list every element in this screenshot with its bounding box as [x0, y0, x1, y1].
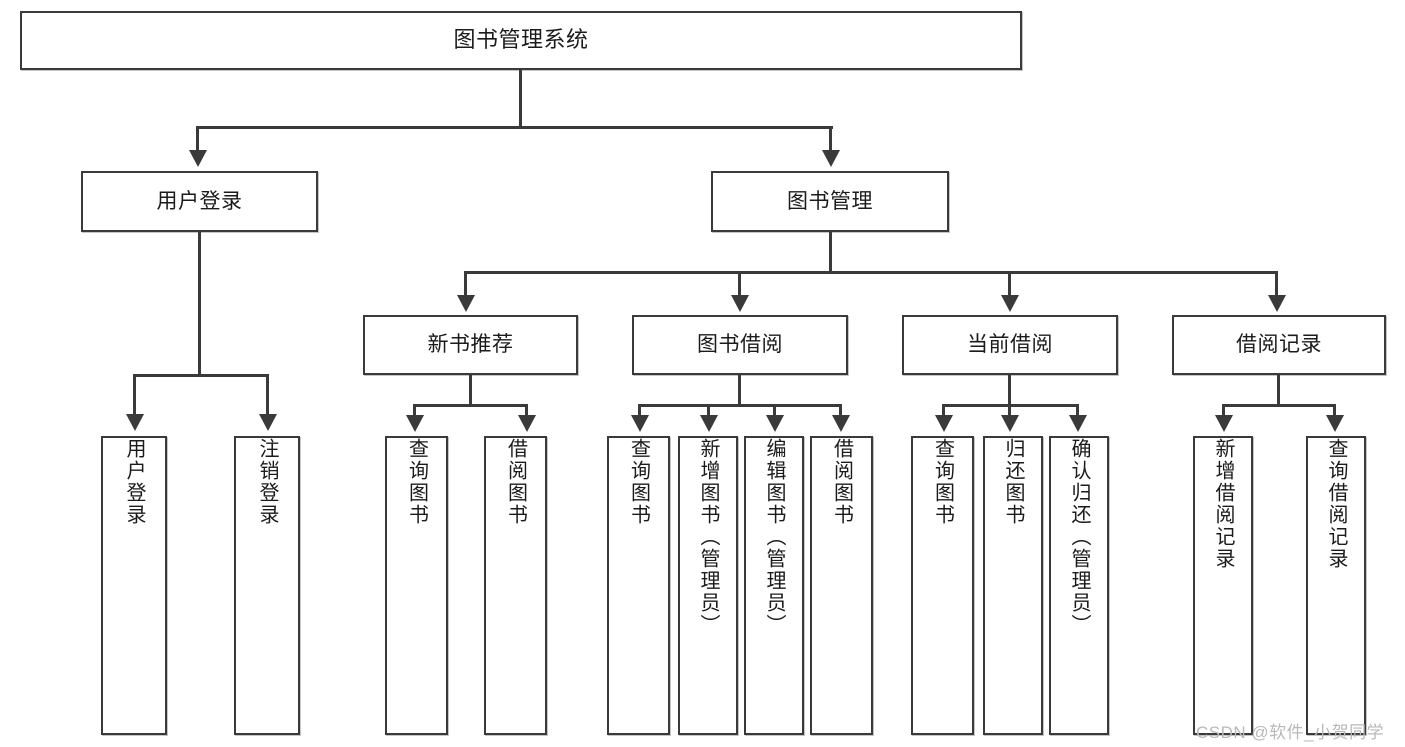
connector-book-borrow-drop-4	[839, 404, 842, 416]
arrowhead-leaf-book-borrow-1	[631, 415, 649, 432]
arrowhead-leaf-user-login-2	[259, 414, 277, 431]
arrowhead-leaf-new-book-2	[518, 415, 536, 432]
arrowhead-leaf-book-borrow-3	[766, 415, 784, 432]
arrowhead-leaf-book-borrow-4	[832, 415, 850, 432]
node-borrow-record[interactable]: 借阅记录	[1172, 315, 1386, 375]
connector-book-borrow-drop-3	[773, 404, 776, 416]
node-label: 确认归还（管理员）	[1068, 438, 1090, 636]
node-label: 用户登录	[156, 189, 243, 213]
connector-current-borrow-drop-1	[942, 404, 945, 416]
arrowhead-to-current-borrow	[1001, 295, 1019, 312]
node-label: 查询图书	[627, 438, 650, 526]
arrowhead-to-user-login	[189, 150, 207, 167]
connector-book-manage-drop-3	[1008, 271, 1011, 296]
connector-borrow-record-drop-2	[1333, 404, 1336, 416]
node-new-book-recommend[interactable]: 新书推荐	[363, 315, 578, 375]
leaf-current-borrow-query-book[interactable]: 查询图书	[911, 436, 974, 735]
connector-borrow-record-drop-1	[1222, 404, 1225, 416]
connector-borrow-record-stem	[1277, 375, 1280, 406]
arrowhead-leaf-current-borrow-2	[1001, 415, 1019, 432]
connector-current-borrow-drop-2	[1008, 404, 1011, 416]
arrowhead-leaf-user-login-1	[126, 414, 144, 431]
arrowhead-leaf-new-book-1	[406, 415, 424, 432]
leaf-new-book-query-book[interactable]: 查询图书	[385, 436, 448, 735]
leaf-book-borrow-query-book[interactable]: 查询图书	[607, 436, 670, 735]
leaf-borrow-record-add-record[interactable]: 新增借阅记录	[1193, 436, 1253, 735]
connector-book-manage-bus	[464, 271, 1278, 274]
node-label: 新增图书（管理员）	[697, 438, 719, 636]
connector-root-bus	[196, 126, 833, 129]
node-current-borrow[interactable]: 当前借阅	[902, 315, 1118, 375]
connector-current-borrow-stem	[1008, 375, 1011, 406]
leaf-book-borrow-borrow-book[interactable]: 借阅图书	[810, 436, 873, 735]
connector-book-manage-drop-1	[464, 271, 467, 296]
node-label: 借阅记录	[1236, 333, 1322, 357]
node-label: 编辑图书（管理员）	[763, 438, 785, 636]
leaf-new-book-borrow-book[interactable]: 借阅图书	[484, 436, 547, 735]
node-book-management[interactable]: 图书管理	[711, 171, 949, 232]
node-label: 图书管理系统	[453, 27, 589, 53]
connector-user-login-drop-1	[133, 374, 136, 415]
node-label: 图书管理	[787, 189, 873, 213]
leaf-book-borrow-edit-book-admin[interactable]: 编辑图书（管理员）	[744, 436, 804, 735]
leaf-current-borrow-confirm-return-admin[interactable]: 确认归还（管理员）	[1049, 436, 1109, 735]
connector-book-manage-drop-4	[1275, 271, 1278, 296]
arrowhead-leaf-borrow-record-2	[1326, 415, 1344, 432]
connector-new-book-drop-2	[525, 404, 528, 416]
connector-book-borrow-drop-2	[707, 404, 710, 416]
node-label: 新增借阅记录	[1212, 438, 1234, 570]
leaf-current-borrow-return-book[interactable]: 归还图书	[983, 436, 1043, 735]
node-label: 当前借阅	[967, 333, 1053, 357]
connector-new-book-drop-1	[413, 404, 416, 416]
connector-root-drop-2	[829, 126, 832, 151]
connector-book-manage-stem	[829, 232, 832, 273]
connector-user-login-bus	[133, 374, 269, 377]
arrowhead-leaf-book-borrow-2	[700, 415, 718, 432]
arrowhead-leaf-current-borrow-3	[1069, 415, 1087, 432]
connector-book-borrow-bus	[638, 404, 842, 407]
node-label: 借阅图书	[830, 438, 853, 526]
node-book-borrow[interactable]: 图书借阅	[632, 315, 848, 375]
node-label: 用户登录	[123, 438, 145, 526]
node-label: 查询图书	[405, 438, 428, 526]
arrowhead-to-new-book	[457, 295, 475, 312]
leaf-book-borrow-add-book-admin[interactable]: 新增图书（管理员）	[678, 436, 738, 735]
connector-new-book-stem	[469, 375, 472, 406]
connector-borrow-record-bus	[1222, 404, 1336, 407]
arrowhead-leaf-current-borrow-1	[935, 415, 953, 432]
node-label: 归还图书	[1002, 438, 1024, 526]
connector-root-stem	[519, 70, 522, 128]
node-label: 图书借阅	[697, 333, 783, 357]
leaf-user-login-login[interactable]: 用户登录	[101, 436, 167, 735]
connector-current-borrow-drop-3	[1076, 404, 1079, 416]
leaf-borrow-record-query-record[interactable]: 查询借阅记录	[1306, 436, 1366, 735]
node-label: 查询借阅记录	[1325, 438, 1347, 570]
arrowhead-to-book-borrow	[731, 295, 749, 312]
connector-book-borrow-stem	[738, 375, 741, 406]
node-user-login[interactable]: 用户登录	[81, 171, 318, 232]
arrowhead-to-book-manage	[822, 150, 840, 167]
node-label: 查询图书	[931, 438, 954, 526]
node-label: 注销登录	[256, 438, 278, 526]
connector-book-manage-drop-2	[738, 271, 741, 296]
arrowhead-to-borrow-record	[1268, 295, 1286, 312]
connector-book-borrow-drop-1	[638, 404, 641, 416]
arrowhead-leaf-borrow-record-1	[1215, 415, 1233, 432]
connector-new-book-bus	[413, 404, 528, 407]
connector-root-drop-1	[196, 126, 199, 151]
connector-user-login-drop-2	[266, 374, 269, 415]
connector-user-login-stem	[198, 232, 201, 376]
node-label: 借阅图书	[504, 438, 527, 526]
leaf-user-login-logout[interactable]: 注销登录	[234, 436, 300, 735]
node-root-system[interactable]: 图书管理系统	[20, 11, 1022, 70]
node-label: 新书推荐	[427, 333, 514, 357]
